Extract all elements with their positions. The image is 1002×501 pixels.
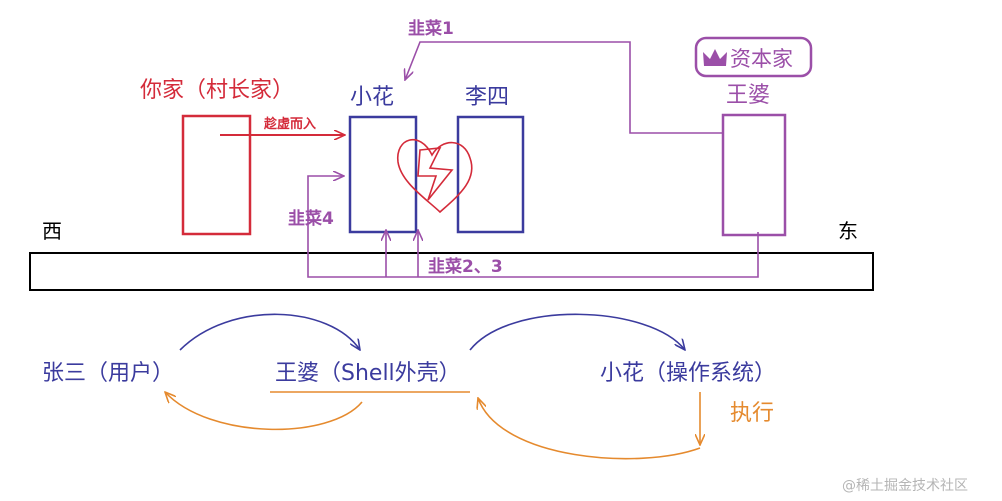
ziben-label: 资本家 — [730, 47, 793, 71]
xiaohua-box — [348, 115, 418, 234]
jiucai4-label: 韭菜4 — [288, 209, 334, 229]
dong-label: 东 — [838, 219, 858, 243]
chenxu-label: 趁虚而入 — [263, 116, 316, 132]
watermark: @稀土掘金技术社区 — [842, 478, 968, 494]
wangpo-top-label: 王婆 — [726, 83, 770, 108]
zhangsan-label: 张三（用户） — [42, 361, 174, 386]
zhixing-label: 执行 — [730, 401, 774, 426]
nijia-label: 你家（村长家） — [140, 78, 294, 103]
lisi-box — [456, 115, 525, 234]
road-bar — [29, 252, 874, 291]
xi-label: 西 — [42, 219, 62, 243]
crown-icon — [703, 49, 727, 66]
wangpo-box — [721, 113, 787, 237]
lisi-label: 李四 — [465, 85, 509, 110]
jiucai23-label: 韭菜2、3 — [428, 257, 503, 277]
wangpo-shell-label: 王婆（Shell外壳） — [275, 361, 461, 386]
jiucai1-path — [405, 41, 723, 134]
ziben-badge — [694, 36, 813, 78]
xiaohua-os-label: 小花（操作系统） — [600, 361, 776, 386]
xiaohua-top-label: 小花 — [350, 85, 394, 110]
request-arrow-2 — [469, 313, 685, 350]
jiucai1-label: 韭菜1 — [408, 19, 454, 39]
heart-doodle-icon — [397, 138, 473, 214]
nijia-box — [181, 114, 252, 236]
jiucai4-path — [307, 176, 759, 278]
return-arrow-2 — [478, 398, 701, 460]
return-arrow-1 — [165, 392, 363, 431]
request-arrow-1 — [179, 313, 360, 350]
